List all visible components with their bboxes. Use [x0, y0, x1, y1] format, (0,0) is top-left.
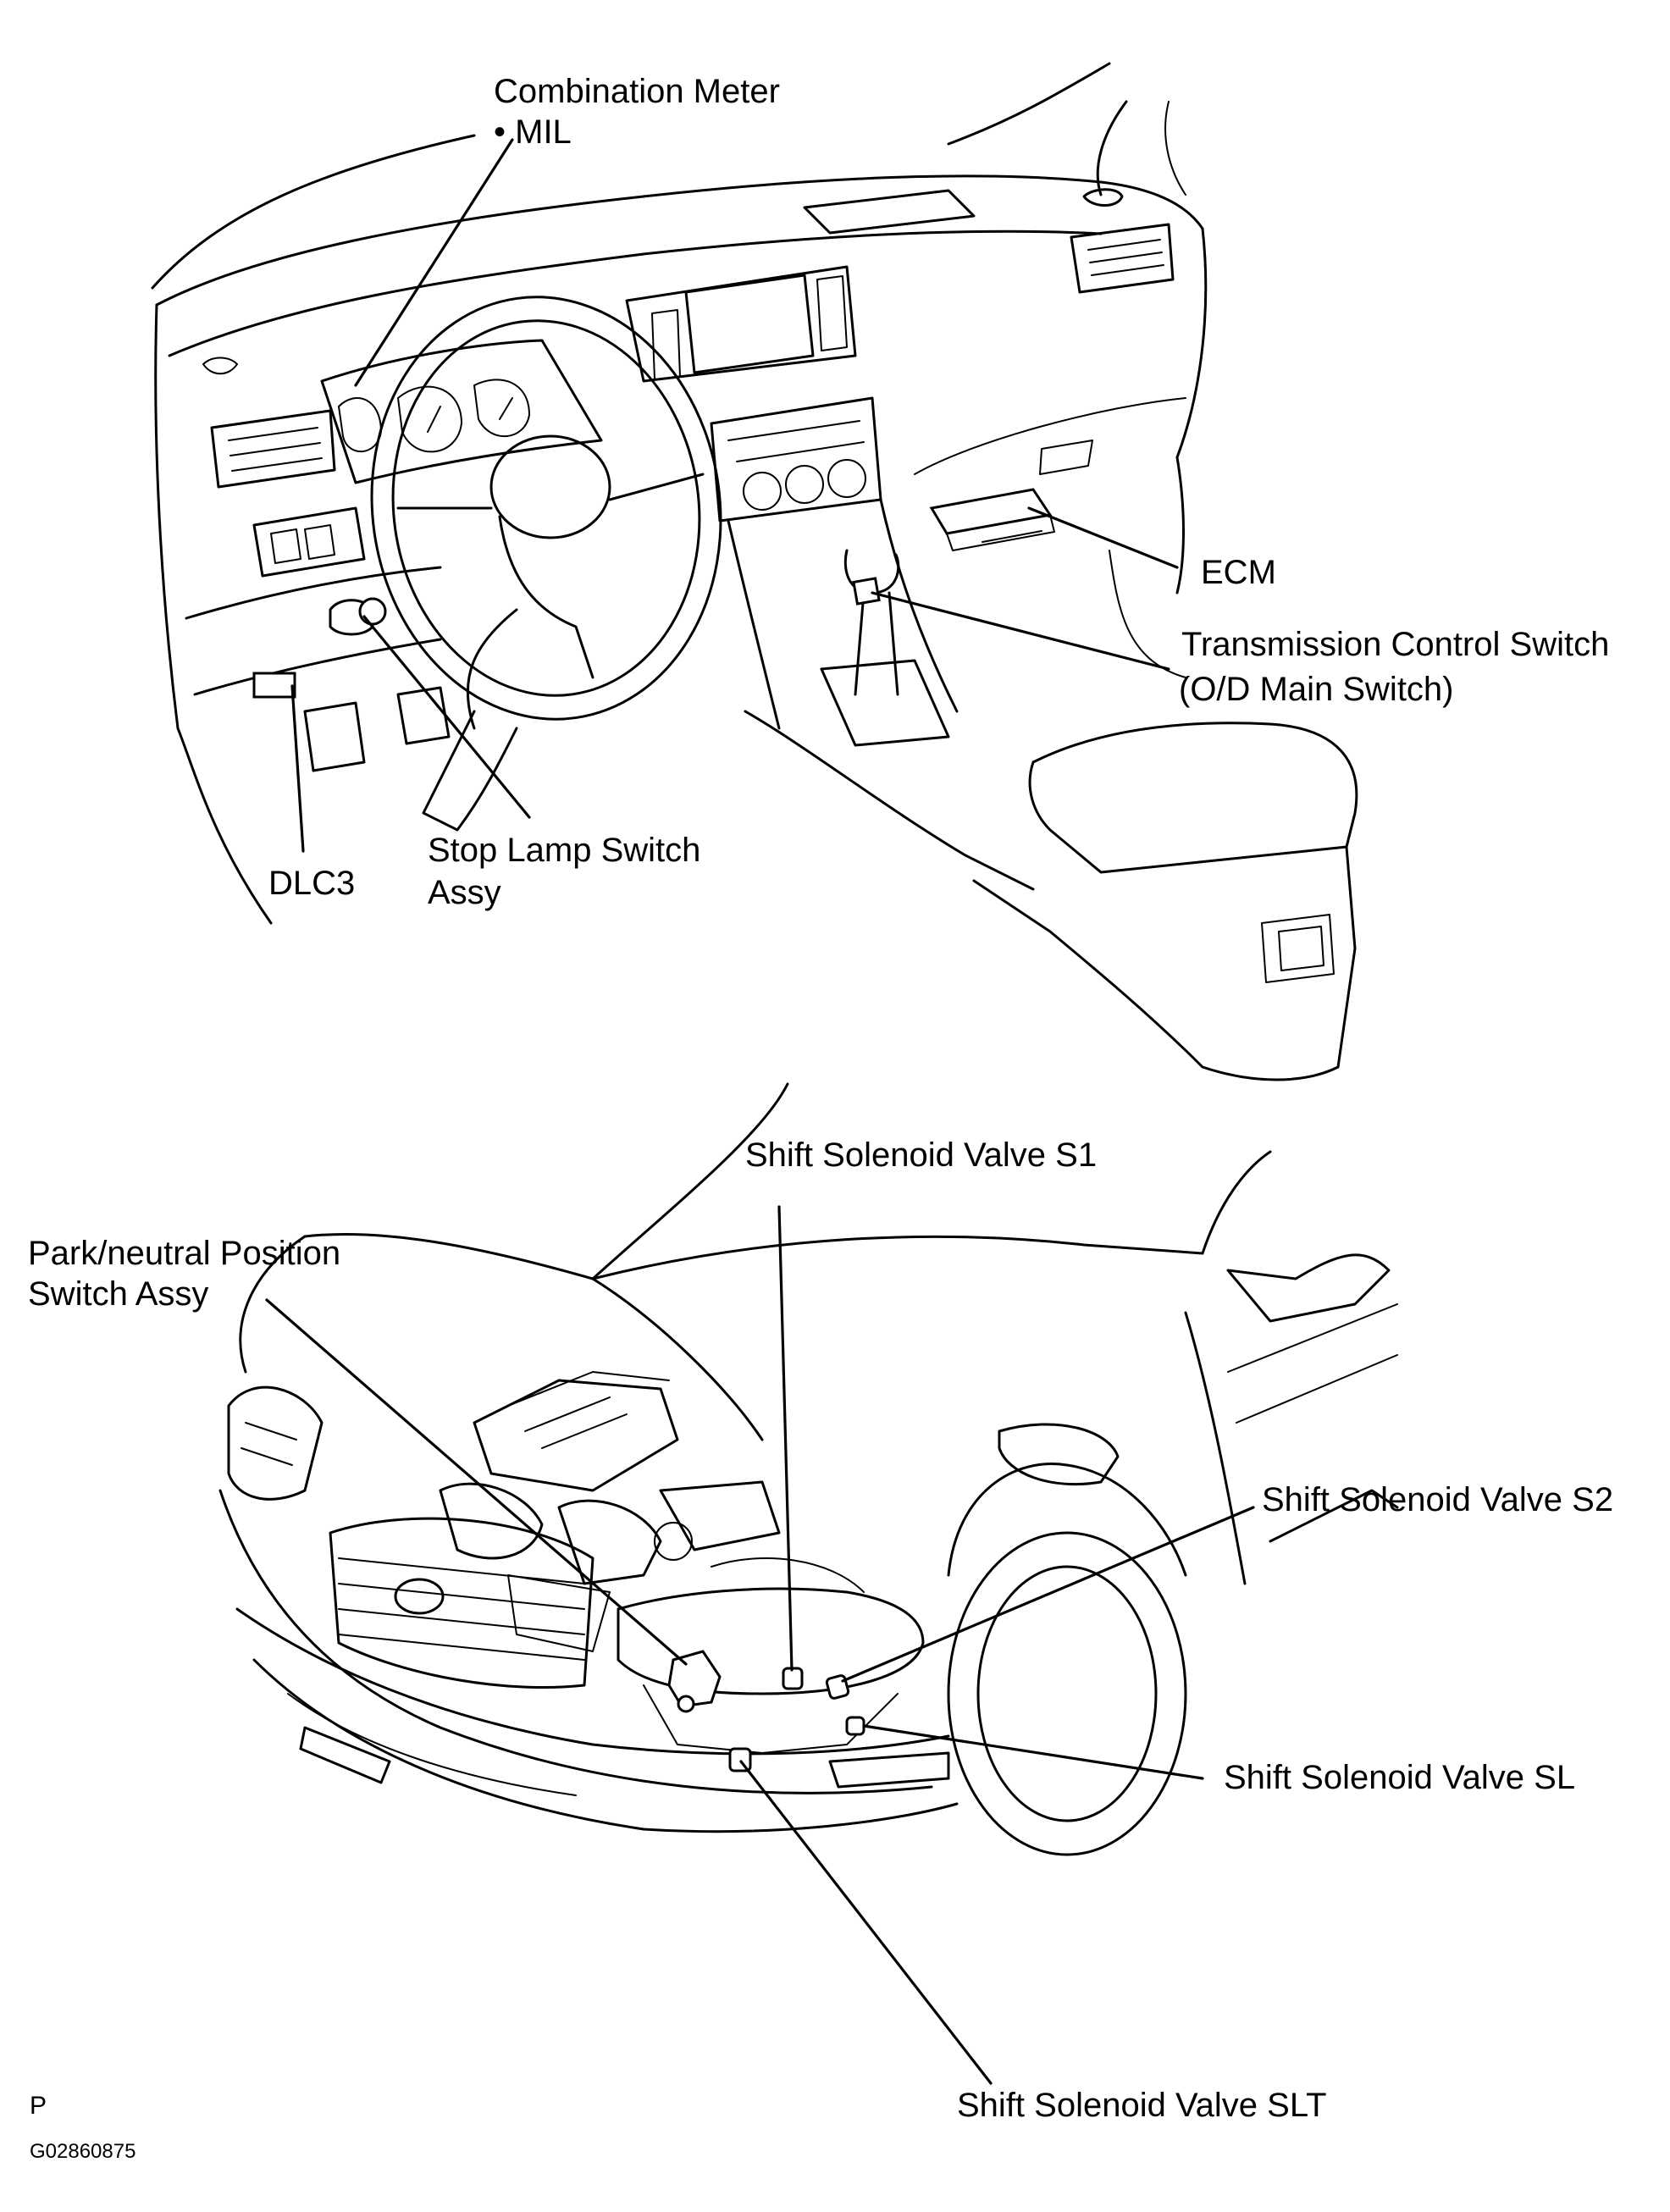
leader-shift-solenoid-slt [739, 1760, 993, 2085]
dashboard-leader-lines [290, 138, 1179, 853]
od-main-switch-label: (O/D Main Switch) [1179, 671, 1454, 708]
page-letter: P [30, 2092, 47, 2120]
shift-solenoid-sl-label: Shift Solenoid Valve SL [1224, 1759, 1576, 1796]
leader-park-neutral-switch [265, 1298, 688, 1666]
leader-shift-solenoid-s2 [841, 1506, 1255, 1683]
leader-transmission-control-switch [871, 591, 1170, 671]
leader-dlc3 [290, 684, 305, 853]
transmission-control-switch-label: Transmission Control Switch [1181, 626, 1610, 663]
park-neutral-switch-label: Park/neutral Position [28, 1235, 341, 1272]
solenoid-s1-part [782, 1667, 804, 1690]
stop-lamp-switch-label: Stop Lamp Switch [428, 832, 701, 869]
ecm-label: ECM [1201, 554, 1276, 591]
leader-shift-solenoid-sl [862, 1724, 1204, 1780]
leader-combination-meter [354, 138, 514, 387]
shift-solenoid-slt-label: Shift Solenoid Valve SLT [957, 2087, 1327, 2124]
solenoid-sl-part [845, 1716, 865, 1736]
shift-solenoid-s2-label: Shift Solenoid Valve S2 [1262, 1481, 1614, 1518]
leader-stop-lamp-switch [362, 615, 531, 819]
engine-bay-leader-lines [265, 1205, 1255, 2085]
park-neutral-switch-assy-label: Switch Assy [28, 1275, 209, 1313]
combination-meter-label: Combination Meter [494, 73, 780, 110]
leader-shift-solenoid-s1 [777, 1205, 794, 1672]
engine-bay-drawing [218, 1082, 1399, 1856]
dashboard-drawing [151, 62, 1358, 1081]
mil-label: • MIL [494, 113, 572, 151]
figure-code: G02860875 [30, 2140, 136, 2163]
leader-ecm [1027, 506, 1179, 569]
dlc3-label: DLC3 [268, 865, 356, 902]
stop-lamp-switch-assy-label: Assy [428, 874, 501, 911]
shift-solenoid-s1-label: Shift Solenoid Valve S1 [745, 1136, 1098, 1174]
